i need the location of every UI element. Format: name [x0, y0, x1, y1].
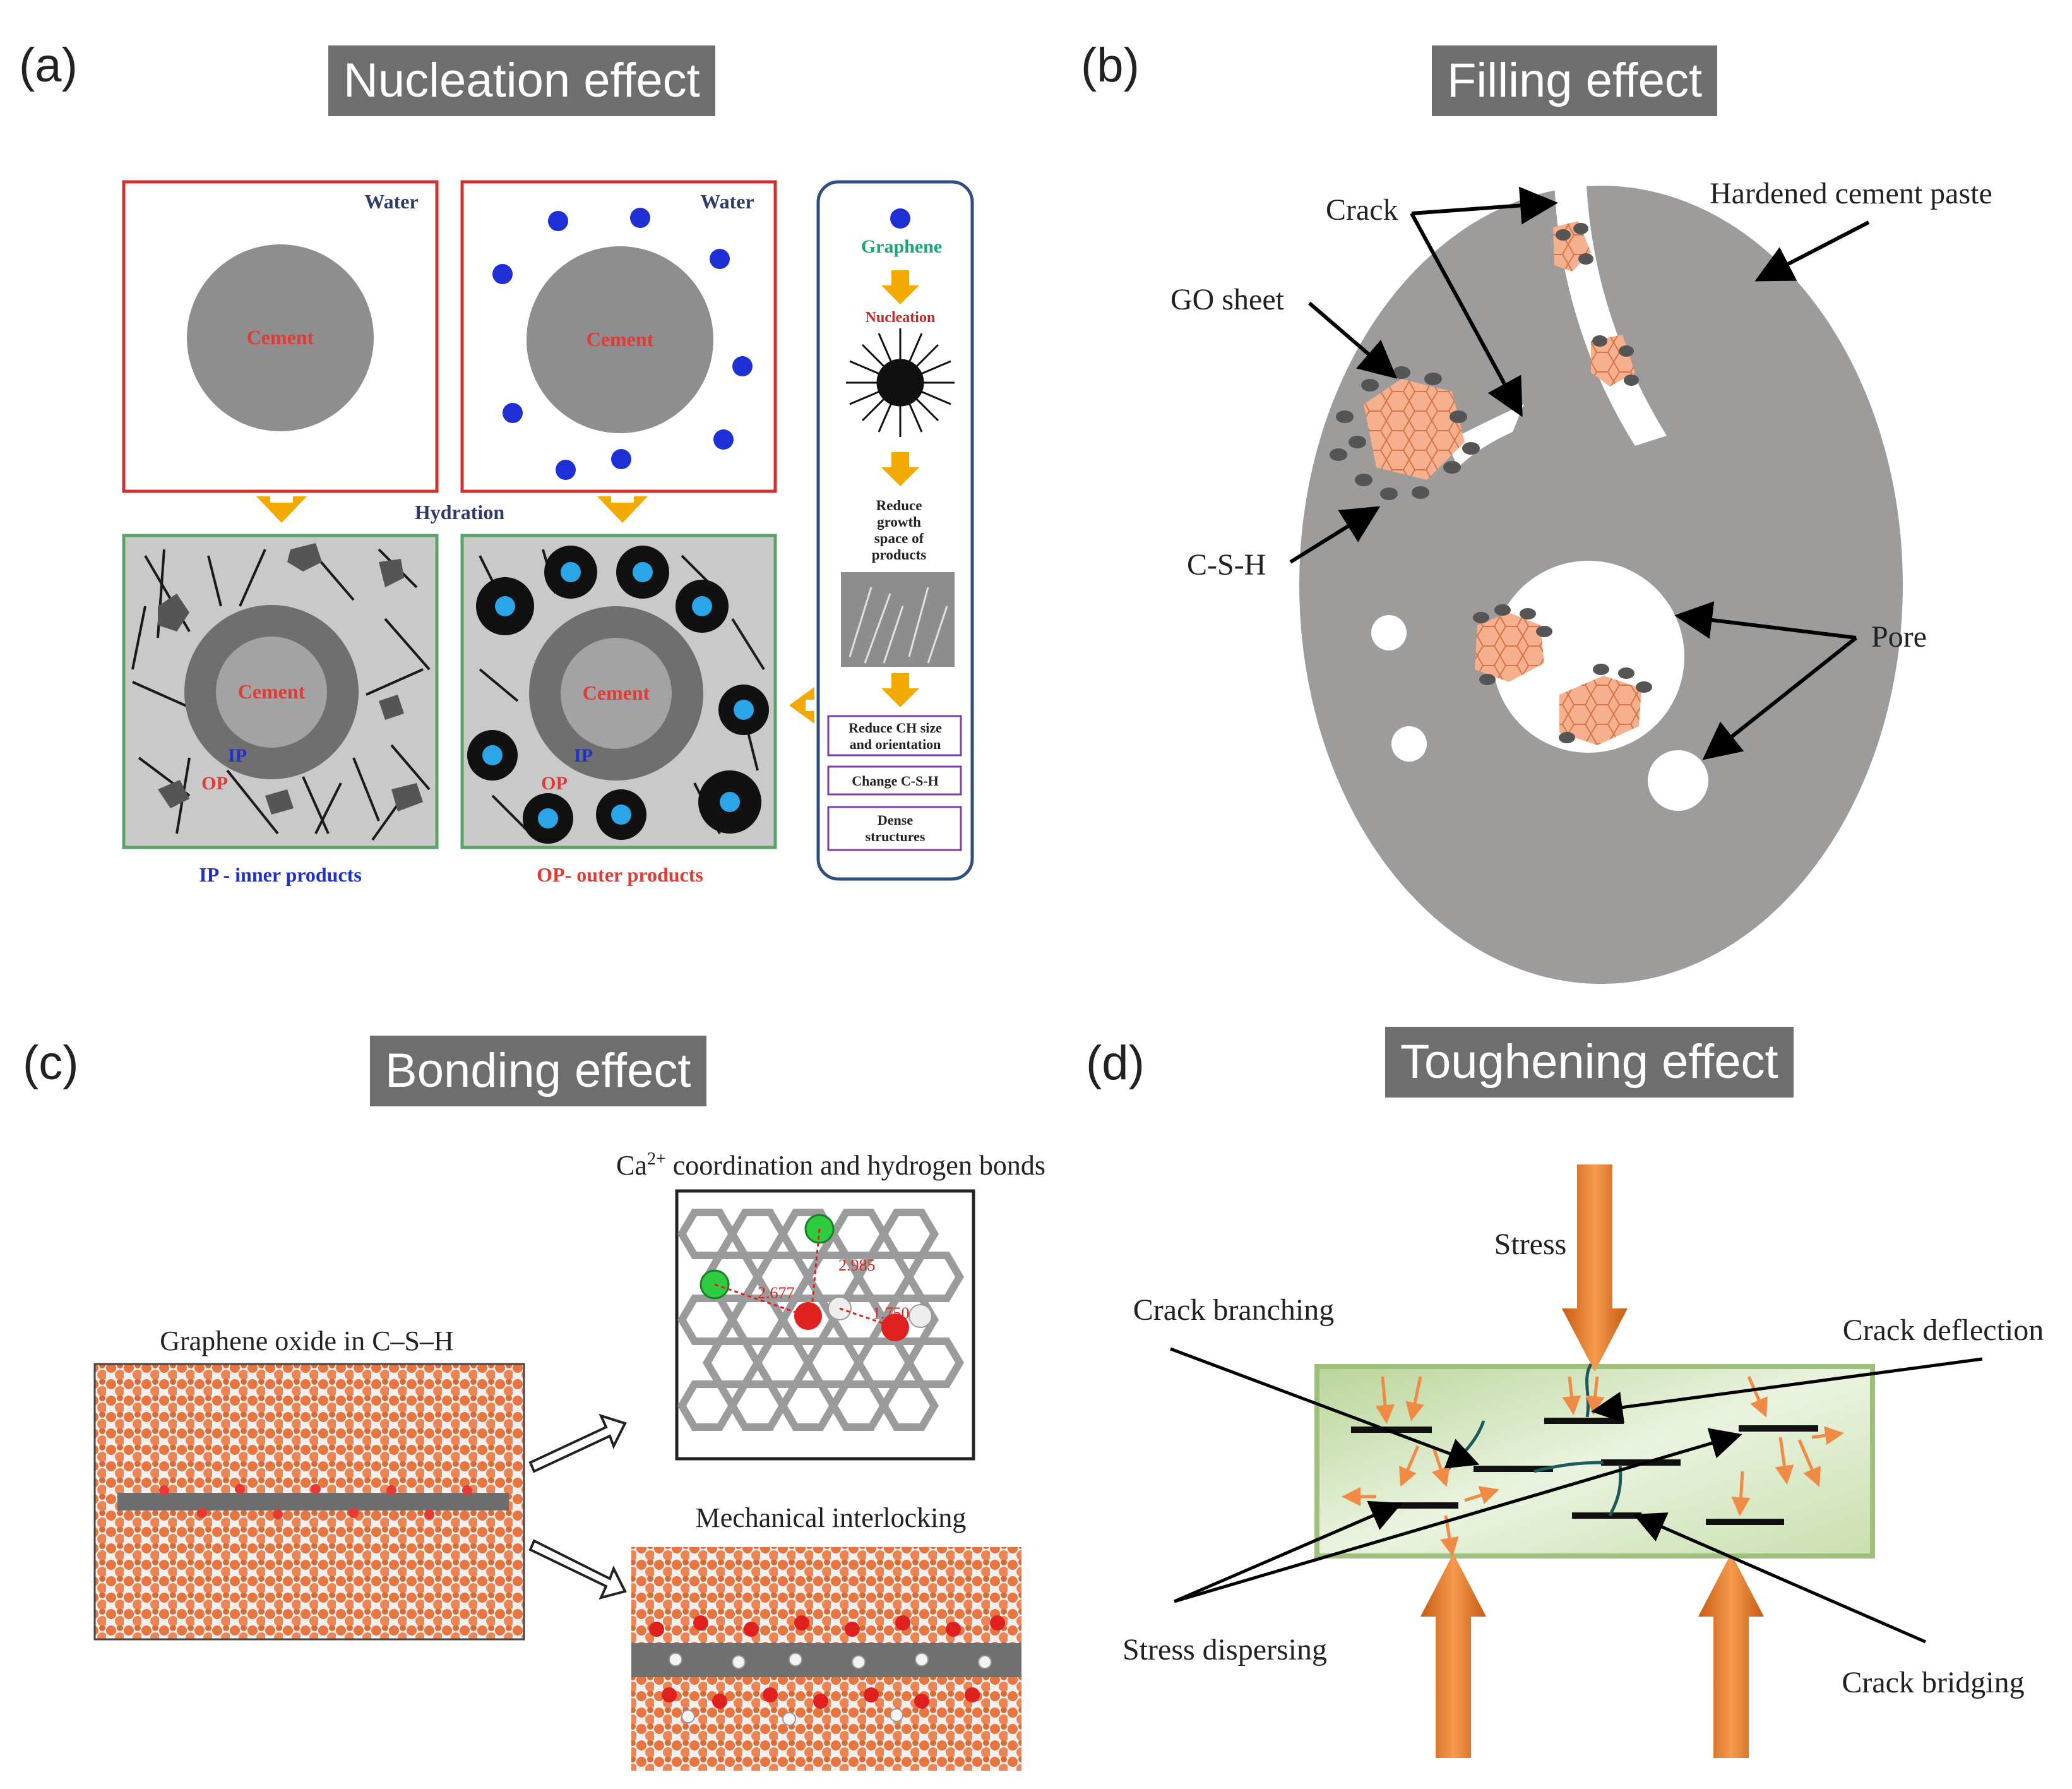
go-sheet-label: GO sheet — [1170, 283, 1285, 316]
process-arrow-2 — [881, 452, 919, 486]
panel-d-title: Toughening effect — [1385, 1027, 1794, 1098]
graphene-label: Graphene — [861, 236, 942, 257]
reduce-ch-box — [827, 715, 962, 757]
op-label-1: OP — [201, 773, 228, 794]
sem-texture — [848, 587, 948, 664]
stress-arrow-top — [1562, 1164, 1628, 1372]
crack-deflection-label: Crack deflection — [1843, 1313, 2044, 1347]
graphene-lattice — [677, 1209, 964, 1431]
ca-coordination-label: Ca2+ coordination and hydrogen bonds — [616, 1149, 1045, 1181]
hydrogen-bond-lines — [714, 1228, 888, 1326]
oxygen-groups — [159, 1484, 472, 1519]
stress-arrow-bottom-left — [1420, 1553, 1486, 1758]
dense-box — [827, 806, 962, 851]
reduce-growth-line-2: growth — [877, 514, 921, 530]
process-arrow-1 — [881, 270, 919, 304]
cement-particle-1 — [187, 244, 374, 431]
cement-label-4: Cement — [583, 681, 650, 704]
water-label-2: Water — [700, 190, 754, 213]
panel-d-diagram: Stress Crack branching Crack deflection … — [1122, 1164, 2044, 1758]
cement-core-1 — [216, 637, 327, 748]
stress-dispersing-label: Stress dispersing — [1122, 1633, 1327, 1666]
panel-d-letter: (d) — [1086, 1036, 1145, 1090]
go-csh-label: Graphene oxide in C–S–H — [160, 1325, 454, 1356]
go-sheet-cluster-1 — [1330, 366, 1480, 500]
reduce-growth-line-1: Reduce — [876, 498, 922, 513]
op-caption: OP- outer products — [537, 863, 703, 886]
reduce-growth-line-3: space of — [874, 530, 924, 546]
hollow-arrow-top — [528, 1413, 627, 1473]
op-label-2: OP — [541, 773, 568, 794]
feed-arrow — [789, 687, 814, 724]
change-csh-box — [827, 765, 962, 796]
bond-length-1: 2.985 — [838, 1256, 876, 1274]
reduce-growth-line-4: products — [872, 547, 927, 563]
hollow-arrow-bottom — [528, 1539, 627, 1600]
crack-branching-label: Crack branching — [1133, 1293, 1335, 1327]
go-sheet-cluster-3 — [1473, 604, 1652, 745]
panel-b-letter: (b) — [1081, 39, 1140, 92]
pore-small-1 — [1371, 615, 1407, 650]
graphene-dots — [492, 208, 753, 480]
cement-core-2 — [561, 638, 672, 749]
process-arrow-3 — [881, 673, 919, 707]
graphene-dot-process — [890, 208, 910, 229]
cement-label-1: Cement — [247, 326, 314, 349]
stress-label: Stress — [1494, 1228, 1567, 1261]
graphene-process-column — [816, 180, 974, 881]
dense-line-1: Dense — [878, 812, 913, 828]
nucleation-burst — [846, 328, 955, 437]
nucleation-sites — [467, 546, 769, 844]
reduce-ch-line-1: Reduce CH size — [848, 720, 942, 736]
crack-bridging-label: Crack bridging — [1842, 1666, 2024, 1699]
ip-label-1: IP — [228, 745, 247, 766]
panel-d-leaders — [1170, 1347, 1983, 1644]
water-label-1: Water — [364, 190, 418, 213]
ip-label-2: IP — [574, 745, 593, 766]
mech-graphene-layer — [631, 1643, 1021, 1677]
panel-c-diagram: Graphene oxide in C–S–H Ca2+ coordinatio… — [93, 1149, 1045, 1771]
hcp-label: Hardened cement paste — [1710, 177, 1992, 210]
mech-functional-groups — [649, 1615, 1005, 1726]
panel-b-title: Filling effect — [1432, 45, 1718, 116]
pore-small-2 — [1391, 726, 1427, 762]
panel-c-title: Bonding effect — [370, 1036, 706, 1106]
reduce-ch-line-2: and orientation — [850, 736, 941, 752]
stress-arrow-bottom-right — [1698, 1553, 1764, 1758]
csh-label: C-S-H — [1187, 548, 1266, 582]
cement-label-3: Cement — [238, 680, 306, 703]
mech-interlock-label: Mechanical interlocking — [696, 1502, 967, 1533]
change-csh-label: Change C-S-H — [852, 773, 939, 789]
dense-line-2: structures — [866, 829, 926, 844]
hydration-arrow-right — [597, 496, 648, 523]
crack-label: Crack — [1326, 193, 1398, 227]
panel-a-title: Nucleation effect — [328, 45, 715, 116]
cement-particle-2 — [527, 246, 713, 433]
panel-a-diagram: Water Cement Water Cement Hydration — [122, 180, 974, 886]
ip-caption: IP - inner products — [199, 863, 362, 886]
panel-b-leaders — [1289, 186, 1870, 760]
go-sheet-cluster-2 — [1553, 221, 1639, 386]
nucleation-label: Nucleation — [866, 309, 936, 326]
ch-crystals-1 — [158, 543, 423, 815]
panel-b-diagram: Crack Hardened cement paste GO sheet C-S… — [1170, 169, 1992, 984]
pore-label: Pore — [1871, 620, 1927, 654]
hydration-label: Hydration — [415, 501, 504, 524]
hydration-arrow-left — [256, 496, 307, 523]
bond-length-2: 2.677 — [758, 1284, 795, 1302]
bond-length-3: 1.750 — [872, 1304, 910, 1322]
panel-c-letter: (c) — [23, 1036, 79, 1090]
panel-a-letter: (a) — [19, 39, 78, 92]
pore-small-3 — [1648, 750, 1708, 811]
graphene-layer — [117, 1493, 509, 1511]
cement-label-2: Cement — [586, 328, 654, 350]
